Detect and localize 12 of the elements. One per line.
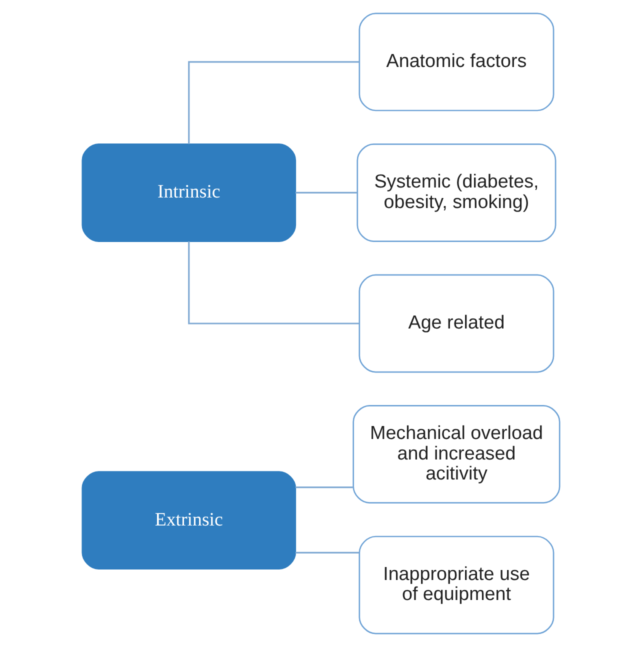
connector bbox=[294, 552, 358, 554]
node-box: Age related bbox=[358, 274, 554, 373]
node-box: Anatomic factors bbox=[358, 12, 554, 112]
connector bbox=[294, 192, 357, 194]
node-box: Inappropriate use of equipment bbox=[358, 536, 554, 634]
connector bbox=[188, 241, 359, 324]
connector bbox=[188, 61, 359, 144]
node-box: Mechanical overload and increased acitivity bbox=[352, 405, 560, 504]
node-box: Intrinsic bbox=[81, 144, 296, 242]
node-box: Extrinsic bbox=[81, 471, 296, 570]
connector bbox=[294, 486, 352, 488]
node-box: Systemic (diabetes, obesity, smoking) bbox=[356, 144, 556, 242]
